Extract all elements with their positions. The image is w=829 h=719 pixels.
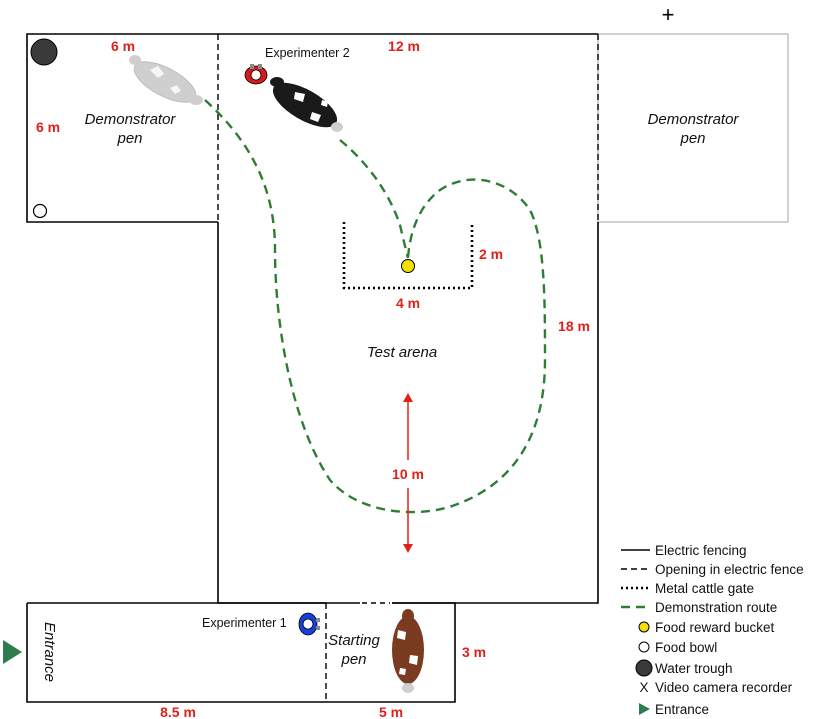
legend-bowl-icon <box>638 641 650 653</box>
dim-entrance-length: 8.5 m <box>160 704 196 719</box>
food-reward-bucket-icon <box>401 259 415 273</box>
legend-camera-label: Video camera recorder <box>655 680 793 695</box>
demonstrator-pen-right-label-2: pen <box>679 130 705 147</box>
experimenter-1-icon <box>298 612 320 636</box>
legend-trough-label: Water trough <box>655 661 733 676</box>
food-bowl-icon <box>32 203 48 219</box>
legend-bucket-label: Food reward bucket <box>655 620 775 635</box>
cow-brown-white-icon <box>392 609 424 693</box>
cow-grey-icon <box>129 55 203 105</box>
demonstrator-pen-left-fence <box>26 33 218 223</box>
legend-bucket-icon <box>638 621 650 633</box>
experimenter-2-icon <box>244 64 268 85</box>
metal-cattle-gate <box>342 222 474 290</box>
legend-camera-symbol: X <box>639 680 648 695</box>
legend-gate-label: Metal cattle gate <box>655 581 754 596</box>
dim-demo-width: 6 m <box>111 38 135 54</box>
dim-start-height: 3 m <box>462 644 486 660</box>
water-trough-icon <box>30 38 58 66</box>
dim-start-width: 5 m <box>379 704 403 719</box>
test-arena-label: Test arena <box>367 344 437 361</box>
video-camera-mark: + <box>662 2 675 27</box>
demonstrator-pen-right-label: Demonstrator <box>648 111 740 128</box>
legend-trough-icon <box>635 659 653 677</box>
legend: Electric fencing Opening in electric fen… <box>621 543 804 717</box>
demonstration-route-right <box>339 139 410 259</box>
entrance-arrow-icon <box>3 640 22 664</box>
dim-distance: 10 m <box>392 466 424 482</box>
demonstration-route-left <box>204 99 547 514</box>
starting-pen-label-2: pen <box>340 651 366 668</box>
legend-bowl-label: Food bowl <box>655 640 717 655</box>
demonstrator-pen-left-label-2: pen <box>116 130 142 147</box>
cow-black-white-icon <box>270 77 343 132</box>
experimenter-1-label: Experimenter 1 <box>202 616 287 630</box>
legend-entrance-label: Entrance <box>655 702 709 717</box>
entrance-pen-fence <box>26 602 456 703</box>
legend-opening-label: Opening in electric fence <box>655 562 804 577</box>
distance-arrow <box>403 393 413 553</box>
dim-arena-width: 12 m <box>388 38 420 54</box>
legend-electric-label: Electric fencing <box>655 543 747 558</box>
demonstrator-pen-right-fence <box>597 33 789 223</box>
legend-route-label: Demonstration route <box>655 600 777 615</box>
experimenter-2-label: Experimenter 2 <box>265 46 350 60</box>
dim-gate-depth: 2 m <box>479 246 503 262</box>
entrance-label: Entrance <box>41 622 58 682</box>
dim-arena-height: 18 m <box>558 318 590 334</box>
legend-entrance-icon <box>639 703 650 715</box>
dim-demo-height: 6 m <box>36 119 60 135</box>
starting-pen-label: Starting <box>328 632 380 649</box>
dim-gate-width: 4 m <box>396 295 420 311</box>
demonstrator-pen-left-label: Demonstrator <box>85 111 177 128</box>
